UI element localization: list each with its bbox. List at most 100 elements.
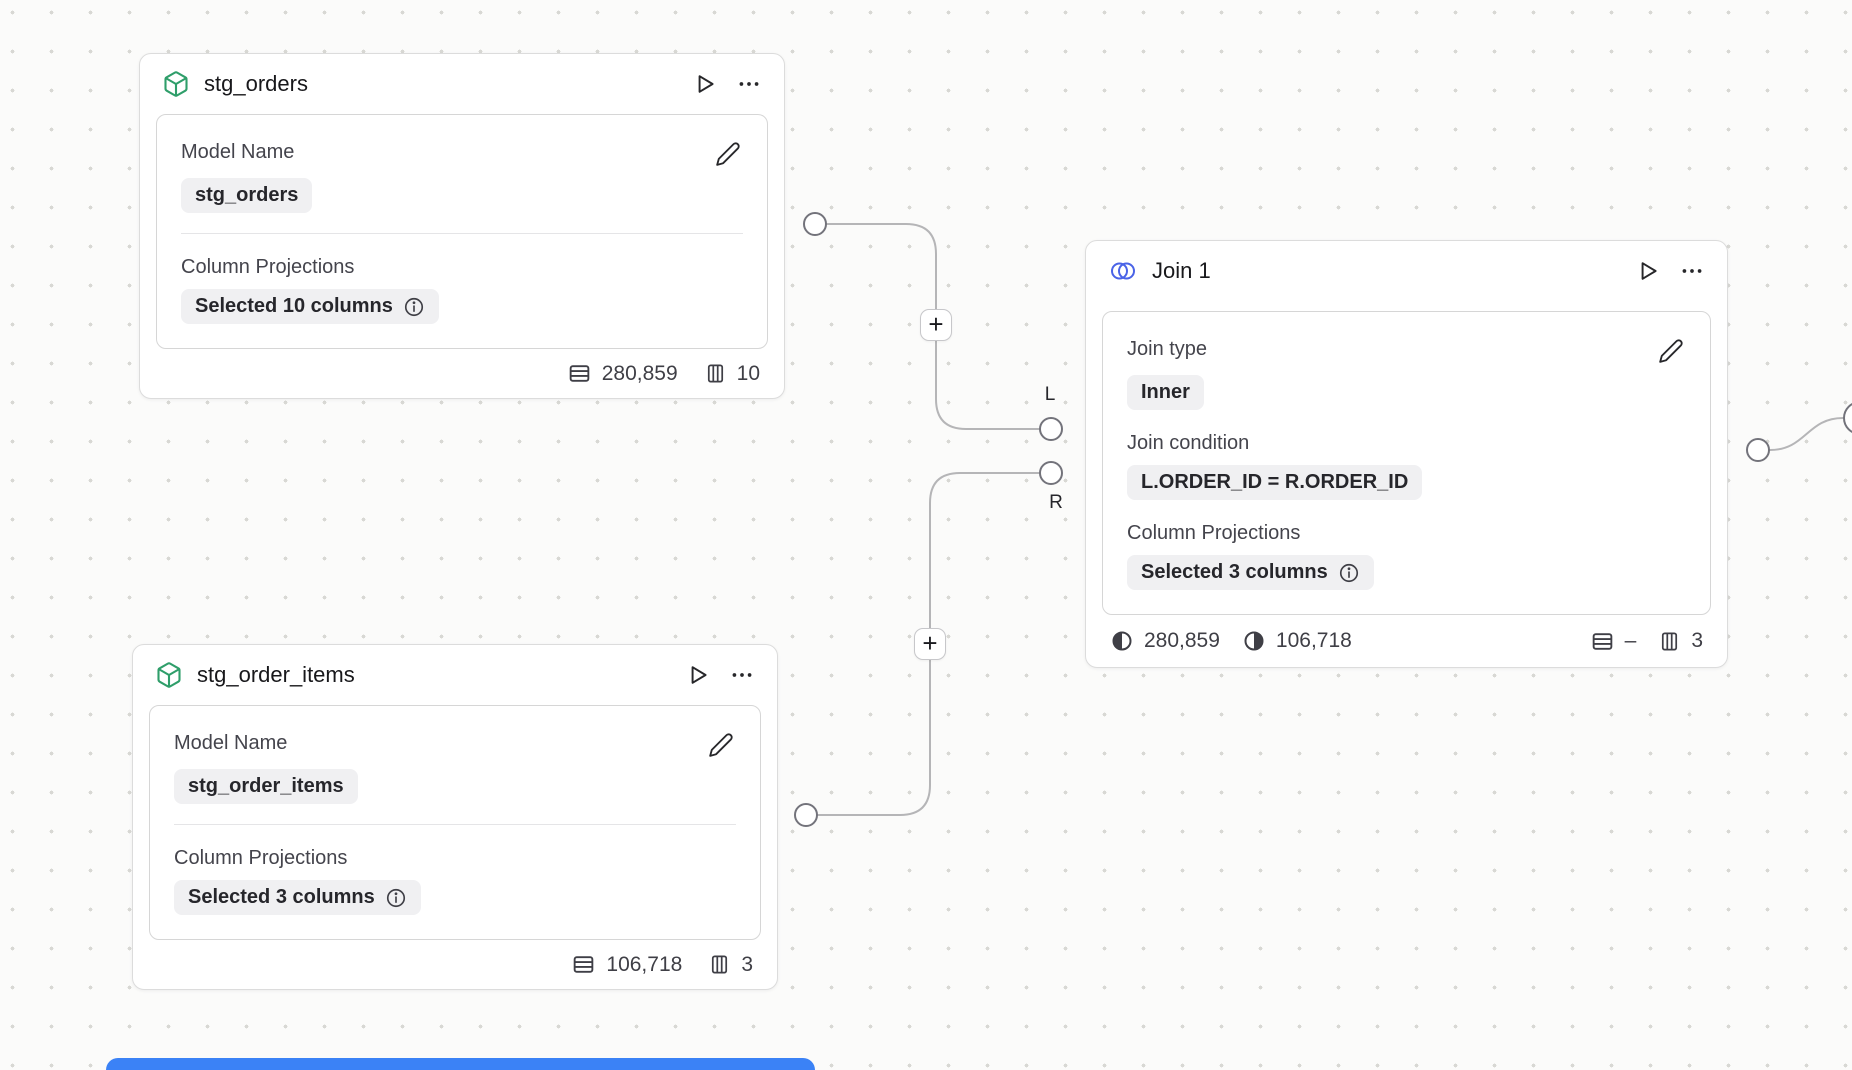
columns-icon bbox=[704, 362, 727, 385]
column-projections-badge[interactable]: Selected 10 columns bbox=[181, 289, 439, 324]
port-label-right: R bbox=[1049, 492, 1063, 513]
node-footer: 280,859 106,718 – bbox=[1086, 615, 1727, 667]
input-port-join-right[interactable] bbox=[1039, 461, 1063, 485]
column-count: 3 bbox=[741, 952, 753, 976]
node-menu-button[interactable] bbox=[734, 69, 764, 99]
column-count-stat: 10 bbox=[704, 362, 760, 386]
column-projections-value: Selected 10 columns bbox=[195, 295, 393, 317]
model-name-badge[interactable]: stg_orders bbox=[181, 178, 313, 213]
output-port-stg-order-items[interactable] bbox=[794, 803, 818, 827]
node-header: stg_order_items bbox=[133, 645, 777, 705]
node-stg-orders[interactable]: stg_orders Model Name bbox=[139, 53, 785, 399]
edit-node-button[interactable] bbox=[1656, 336, 1686, 366]
input-port-join-left[interactable] bbox=[1039, 417, 1063, 441]
output-stats: – 3 bbox=[1590, 629, 1703, 654]
add-node-button-lower-edge[interactable]: + bbox=[914, 628, 946, 660]
row-count: 106,718 bbox=[606, 952, 683, 976]
node-menu-button[interactable] bbox=[1677, 256, 1707, 286]
plus-icon: + bbox=[922, 627, 938, 658]
column-count-stat: 3 bbox=[708, 953, 753, 977]
info-icon[interactable] bbox=[385, 887, 407, 909]
column-projections-value: Selected 3 columns bbox=[188, 886, 375, 908]
column-projections-label: Column Projections bbox=[174, 847, 348, 869]
model-cube-icon bbox=[155, 661, 183, 689]
divider bbox=[174, 824, 736, 825]
left-half-circle-icon bbox=[1110, 629, 1134, 653]
column-count-stat: 3 bbox=[1658, 629, 1703, 653]
run-node-button[interactable] bbox=[683, 660, 713, 690]
add-node-button-upper-edge[interactable]: + bbox=[920, 309, 952, 341]
row-count: – bbox=[1624, 629, 1637, 652]
ellipsis-icon bbox=[1679, 258, 1705, 284]
play-icon bbox=[692, 71, 718, 97]
column-projections-label: Column Projections bbox=[181, 256, 355, 278]
node-footer: 106,718 3 bbox=[133, 940, 777, 989]
info-icon[interactable] bbox=[1338, 562, 1360, 584]
edit-node-button[interactable] bbox=[713, 139, 743, 169]
row-count-stat: – bbox=[1590, 629, 1637, 654]
pencil-icon bbox=[708, 732, 734, 758]
join-type-value: Inner bbox=[1141, 381, 1190, 403]
ellipsis-icon bbox=[736, 71, 762, 97]
right-row-count-stat: 106,718 bbox=[1242, 629, 1352, 653]
model-name-label: Model Name bbox=[174, 732, 288, 754]
output-port-join[interactable] bbox=[1746, 438, 1770, 462]
right-row-count: 106,718 bbox=[1275, 629, 1352, 652]
join-condition-value: L.ORDER_ID = R.ORDER_ID bbox=[1141, 471, 1409, 493]
column-projections-label: Column Projections bbox=[1127, 522, 1301, 544]
rows-icon bbox=[1590, 629, 1615, 654]
row-count: 280,859 bbox=[601, 361, 678, 385]
columns-icon bbox=[1658, 630, 1681, 653]
info-icon[interactable] bbox=[403, 296, 425, 318]
run-node-button[interactable] bbox=[1633, 256, 1663, 286]
model-name-value: stg_orders bbox=[195, 184, 299, 206]
ellipsis-icon bbox=[729, 662, 755, 688]
play-icon bbox=[685, 662, 711, 688]
run-node-button[interactable] bbox=[690, 69, 720, 99]
node-title: stg_orders bbox=[204, 71, 308, 96]
edit-node-button[interactable] bbox=[706, 730, 736, 760]
plus-icon: + bbox=[928, 308, 944, 339]
column-count: 10 bbox=[736, 361, 760, 385]
join-condition-badge[interactable]: L.ORDER_ID = R.ORDER_ID bbox=[1127, 465, 1423, 500]
model-name-label: Model Name bbox=[181, 141, 295, 163]
left-row-count: 280,859 bbox=[1144, 629, 1220, 652]
left-row-count-stat: 280,859 bbox=[1110, 629, 1220, 653]
node-join-1[interactable]: Join 1 Join type bbox=[1085, 240, 1728, 668]
output-port-stg-orders[interactable] bbox=[803, 212, 827, 236]
node-header: Join 1 bbox=[1086, 241, 1727, 301]
node-title: stg_order_items bbox=[197, 662, 355, 687]
column-projections-value: Selected 3 columns bbox=[1141, 561, 1328, 583]
join-venn-icon bbox=[1108, 259, 1138, 283]
port-label-left: L bbox=[1044, 384, 1056, 405]
play-icon bbox=[1635, 258, 1661, 284]
rows-icon bbox=[571, 952, 596, 977]
node-stg-order-items[interactable]: stg_order_items Model Name bbox=[132, 644, 778, 990]
join-type-badge[interactable]: Inner bbox=[1127, 375, 1204, 410]
model-name-badge[interactable]: stg_order_items bbox=[174, 769, 358, 804]
pencil-icon bbox=[1658, 338, 1684, 364]
edge-join-to-next-node[interactable] bbox=[1769, 417, 1852, 451]
columns-icon bbox=[708, 953, 731, 976]
node-config-card: Join type Inner Join condition L.ORDER_I… bbox=[1102, 311, 1711, 615]
row-count-stat: 280,859 bbox=[567, 361, 678, 386]
rows-icon bbox=[567, 361, 592, 386]
node-title: Join 1 bbox=[1152, 258, 1211, 283]
join-condition-label: Join condition bbox=[1127, 432, 1250, 454]
node-config-card: Model Name stg_order_items Column Projec… bbox=[149, 705, 761, 940]
row-count-stat: 106,718 bbox=[571, 952, 682, 977]
column-count: 3 bbox=[1691, 629, 1703, 652]
pencil-icon bbox=[715, 141, 741, 167]
node-config-card: Model Name stg_orders Column Projections… bbox=[156, 114, 768, 349]
divider bbox=[181, 233, 743, 234]
column-projections-badge[interactable]: Selected 3 columns bbox=[1127, 555, 1374, 590]
column-projections-badge[interactable]: Selected 3 columns bbox=[174, 880, 421, 915]
node-menu-button[interactable] bbox=[727, 660, 757, 690]
model-cube-icon bbox=[162, 70, 190, 98]
join-type-label: Join type bbox=[1127, 338, 1208, 360]
node-header: stg_orders bbox=[140, 54, 784, 114]
offscreen-selected-node[interactable] bbox=[106, 1058, 815, 1070]
right-half-circle-icon bbox=[1242, 629, 1266, 653]
input-row-stats: 280,859 106,718 bbox=[1110, 629, 1352, 653]
